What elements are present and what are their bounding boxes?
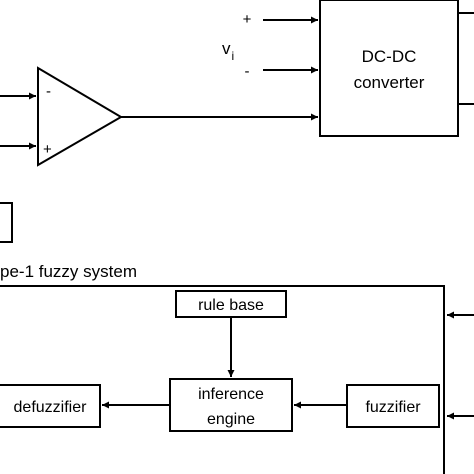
dc-dc-converter-block bbox=[319, 0, 459, 137]
vi-minus-sign: - bbox=[245, 63, 250, 80]
vi-plus-sign: + bbox=[243, 11, 252, 28]
fuzzy-system-frame bbox=[0, 285, 445, 474]
partial-left-block bbox=[0, 202, 13, 243]
fuzzy-system-title: pe-1 fuzzy system bbox=[0, 262, 137, 281]
vi-subscript: i bbox=[232, 49, 235, 63]
op-amp-triangle bbox=[37, 66, 123, 167]
rule-base-label: rule base bbox=[198, 297, 264, 314]
inference-engine-label-line2: engine bbox=[207, 411, 255, 428]
converter-label-line1: DC-DC bbox=[362, 47, 417, 66]
vi-symbol: vi bbox=[222, 39, 234, 63]
inference-engine-label-line1: inference bbox=[198, 386, 264, 403]
fuzzifier-label: fuzzifier bbox=[365, 399, 421, 416]
op-amp-minus-label: - bbox=[46, 83, 51, 100]
converter-label-line2: converter bbox=[354, 73, 425, 92]
vi-symbol-letter: v bbox=[222, 39, 231, 58]
defuzzifier-block bbox=[0, 384, 101, 428]
op-amp-plus-label: + bbox=[43, 141, 52, 158]
defuzzifier-label: defuzzifier bbox=[14, 399, 88, 416]
